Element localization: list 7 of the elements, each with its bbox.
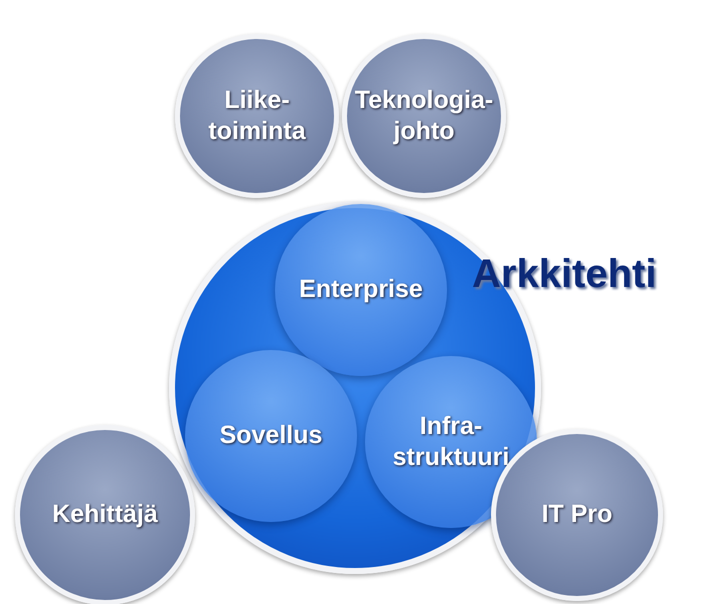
circle-label: Infra- struktuuri xyxy=(392,410,510,473)
circle-label: Sovellus xyxy=(218,420,324,452)
circle-label: Teknologia- johto xyxy=(354,84,494,147)
circle-label: Kehittäjä xyxy=(51,499,159,530)
circle-label: Liike- toiminta xyxy=(207,84,307,147)
circle-label: Enterprise xyxy=(298,274,424,306)
circle-label: IT Pro xyxy=(540,499,614,530)
